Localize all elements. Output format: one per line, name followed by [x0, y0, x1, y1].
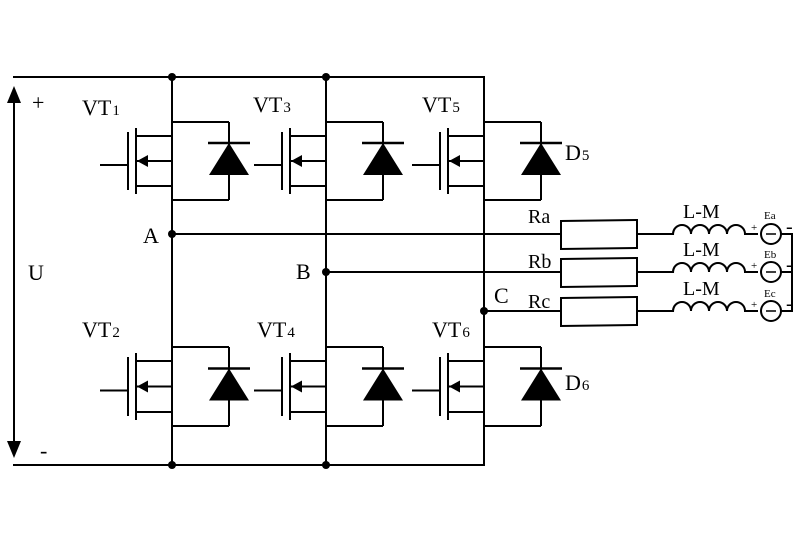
- junction-dot: [168, 461, 176, 469]
- supply-arrow-head-down: [7, 441, 21, 458]
- phase-wires: [171, 233, 562, 312]
- resistor-rc: [560, 295, 638, 328]
- switch-cell-vt3: [254, 121, 404, 201]
- node-c-label: C: [494, 283, 509, 308]
- emf-b-plus: +: [751, 260, 757, 272]
- emf-b-minus: -: [786, 254, 793, 276]
- supply-voltage-arrow: [7, 86, 21, 458]
- vt2-label: VT2: [82, 317, 120, 342]
- supply-plus-sign: +: [32, 90, 44, 115]
- switch-cell-vt2: [100, 346, 250, 427]
- node-a-label: A: [143, 223, 159, 248]
- diode-triangle: [363, 143, 403, 175]
- inductor-a-label: L-M: [683, 201, 720, 223]
- emf-c-plus: +: [751, 299, 757, 311]
- diode-triangle: [521, 143, 561, 175]
- diode-triangle: [209, 368, 249, 401]
- emf-a-minus: -: [786, 216, 793, 238]
- node-c-dot: [480, 307, 488, 315]
- node-b-label: B: [296, 259, 311, 284]
- back-emf-sources: [760, 223, 793, 322]
- junction-dot: [322, 73, 330, 81]
- body-arrow: [137, 380, 148, 393]
- emf-a-plus: +: [751, 222, 757, 234]
- resistor-ra: [560, 218, 638, 251]
- load-resistors: [560, 218, 674, 328]
- vt1-label: VT1: [82, 95, 120, 120]
- junction-dot: [322, 461, 330, 469]
- vt5-label: VT5: [422, 92, 460, 117]
- diode-triangle: [363, 368, 403, 401]
- switch-cell-vt1: [100, 121, 250, 201]
- diode-triangle: [209, 143, 249, 175]
- node-b-dot: [322, 268, 330, 276]
- switch-cells: [100, 121, 562, 427]
- emf-a-label: Ea: [764, 210, 776, 222]
- junction-dot: [168, 73, 176, 81]
- resistor-ra-label: Ra: [528, 206, 550, 228]
- dc-bus: [13, 76, 485, 466]
- inductor-c-label: L-M: [683, 278, 720, 300]
- vt6-label: VT6: [432, 317, 470, 342]
- d5-label: D5: [565, 140, 589, 165]
- switch-cell-vt5: [412, 121, 562, 201]
- supply-label: U: [28, 260, 44, 285]
- vt4-label: VT4: [257, 317, 295, 342]
- body-arrow: [449, 380, 460, 393]
- resistor-rc-label: Rc: [528, 291, 550, 313]
- inductor-b-label: L-M: [683, 239, 720, 261]
- emf-b-label: Eb: [764, 249, 777, 261]
- body-arrow: [291, 155, 302, 167]
- resistor-rb-label: Rb: [528, 251, 551, 273]
- load-inductors: [671, 224, 758, 313]
- emf-c-minus: -: [786, 293, 793, 315]
- body-arrow: [137, 155, 148, 167]
- vt3-label: VT3: [253, 92, 291, 117]
- body-arrow: [449, 155, 460, 167]
- inductor-a: [671, 224, 758, 236]
- d6-label: D6: [565, 370, 590, 395]
- resistor-rb: [560, 256, 638, 289]
- supply-minus-sign: -: [40, 438, 47, 463]
- inductor-b: [671, 262, 758, 274]
- diode-triangle: [521, 368, 561, 401]
- body-arrow: [291, 380, 302, 393]
- inductor-c: [671, 301, 758, 313]
- switch-cell-vt4: [254, 346, 404, 427]
- switch-cell-vt6: [412, 346, 562, 427]
- node-a-dot: [168, 230, 176, 238]
- emf-c-label: Ec: [764, 288, 776, 300]
- supply-arrow-head-up: [7, 86, 21, 103]
